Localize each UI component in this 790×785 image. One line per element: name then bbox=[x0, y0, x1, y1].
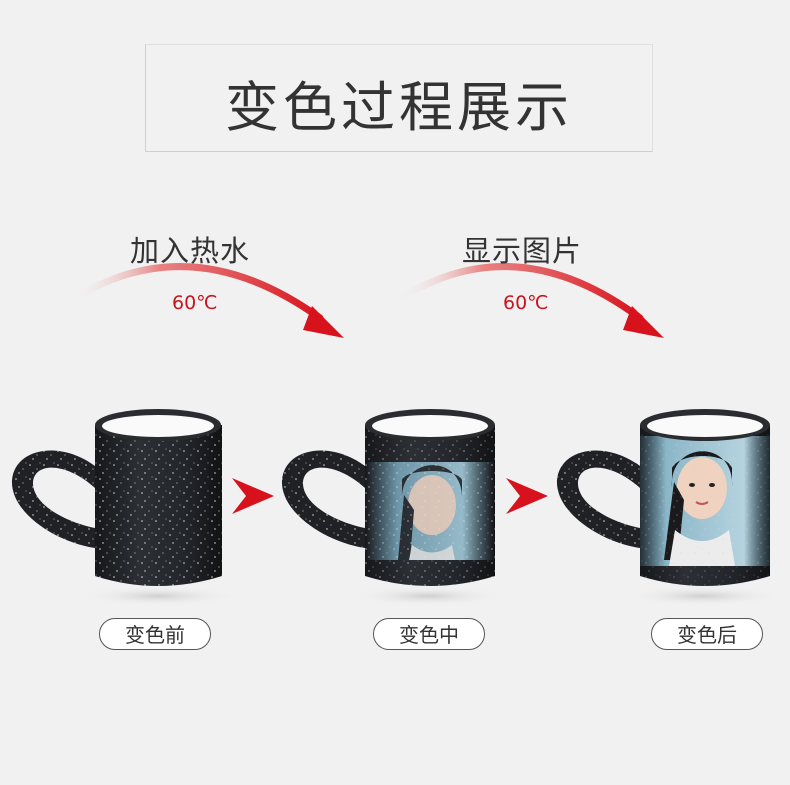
caption-during: 变色中 bbox=[373, 618, 485, 650]
step-label-add-hot-water: 加入热水 bbox=[130, 234, 251, 268]
caption-after: 变色后 bbox=[651, 618, 763, 650]
right-arrow-icon bbox=[232, 478, 274, 514]
mug-during bbox=[281, 409, 508, 606]
curve-arrow-1 bbox=[68, 263, 344, 338]
caption-before: 变色前 bbox=[99, 618, 211, 650]
mug-after bbox=[556, 409, 783, 606]
step-temp-2: 60℃ bbox=[503, 292, 549, 314]
curve-arrow-2 bbox=[394, 263, 664, 338]
mug-before bbox=[11, 409, 238, 606]
step-label-show-image: 显示图片 bbox=[462, 234, 583, 268]
right-arrow-icon bbox=[506, 478, 548, 514]
page-title: 变色过程展示 bbox=[225, 76, 573, 139]
title-frame: 变色过程展示 bbox=[145, 44, 653, 152]
step-temp-1: 60℃ bbox=[172, 292, 218, 314]
